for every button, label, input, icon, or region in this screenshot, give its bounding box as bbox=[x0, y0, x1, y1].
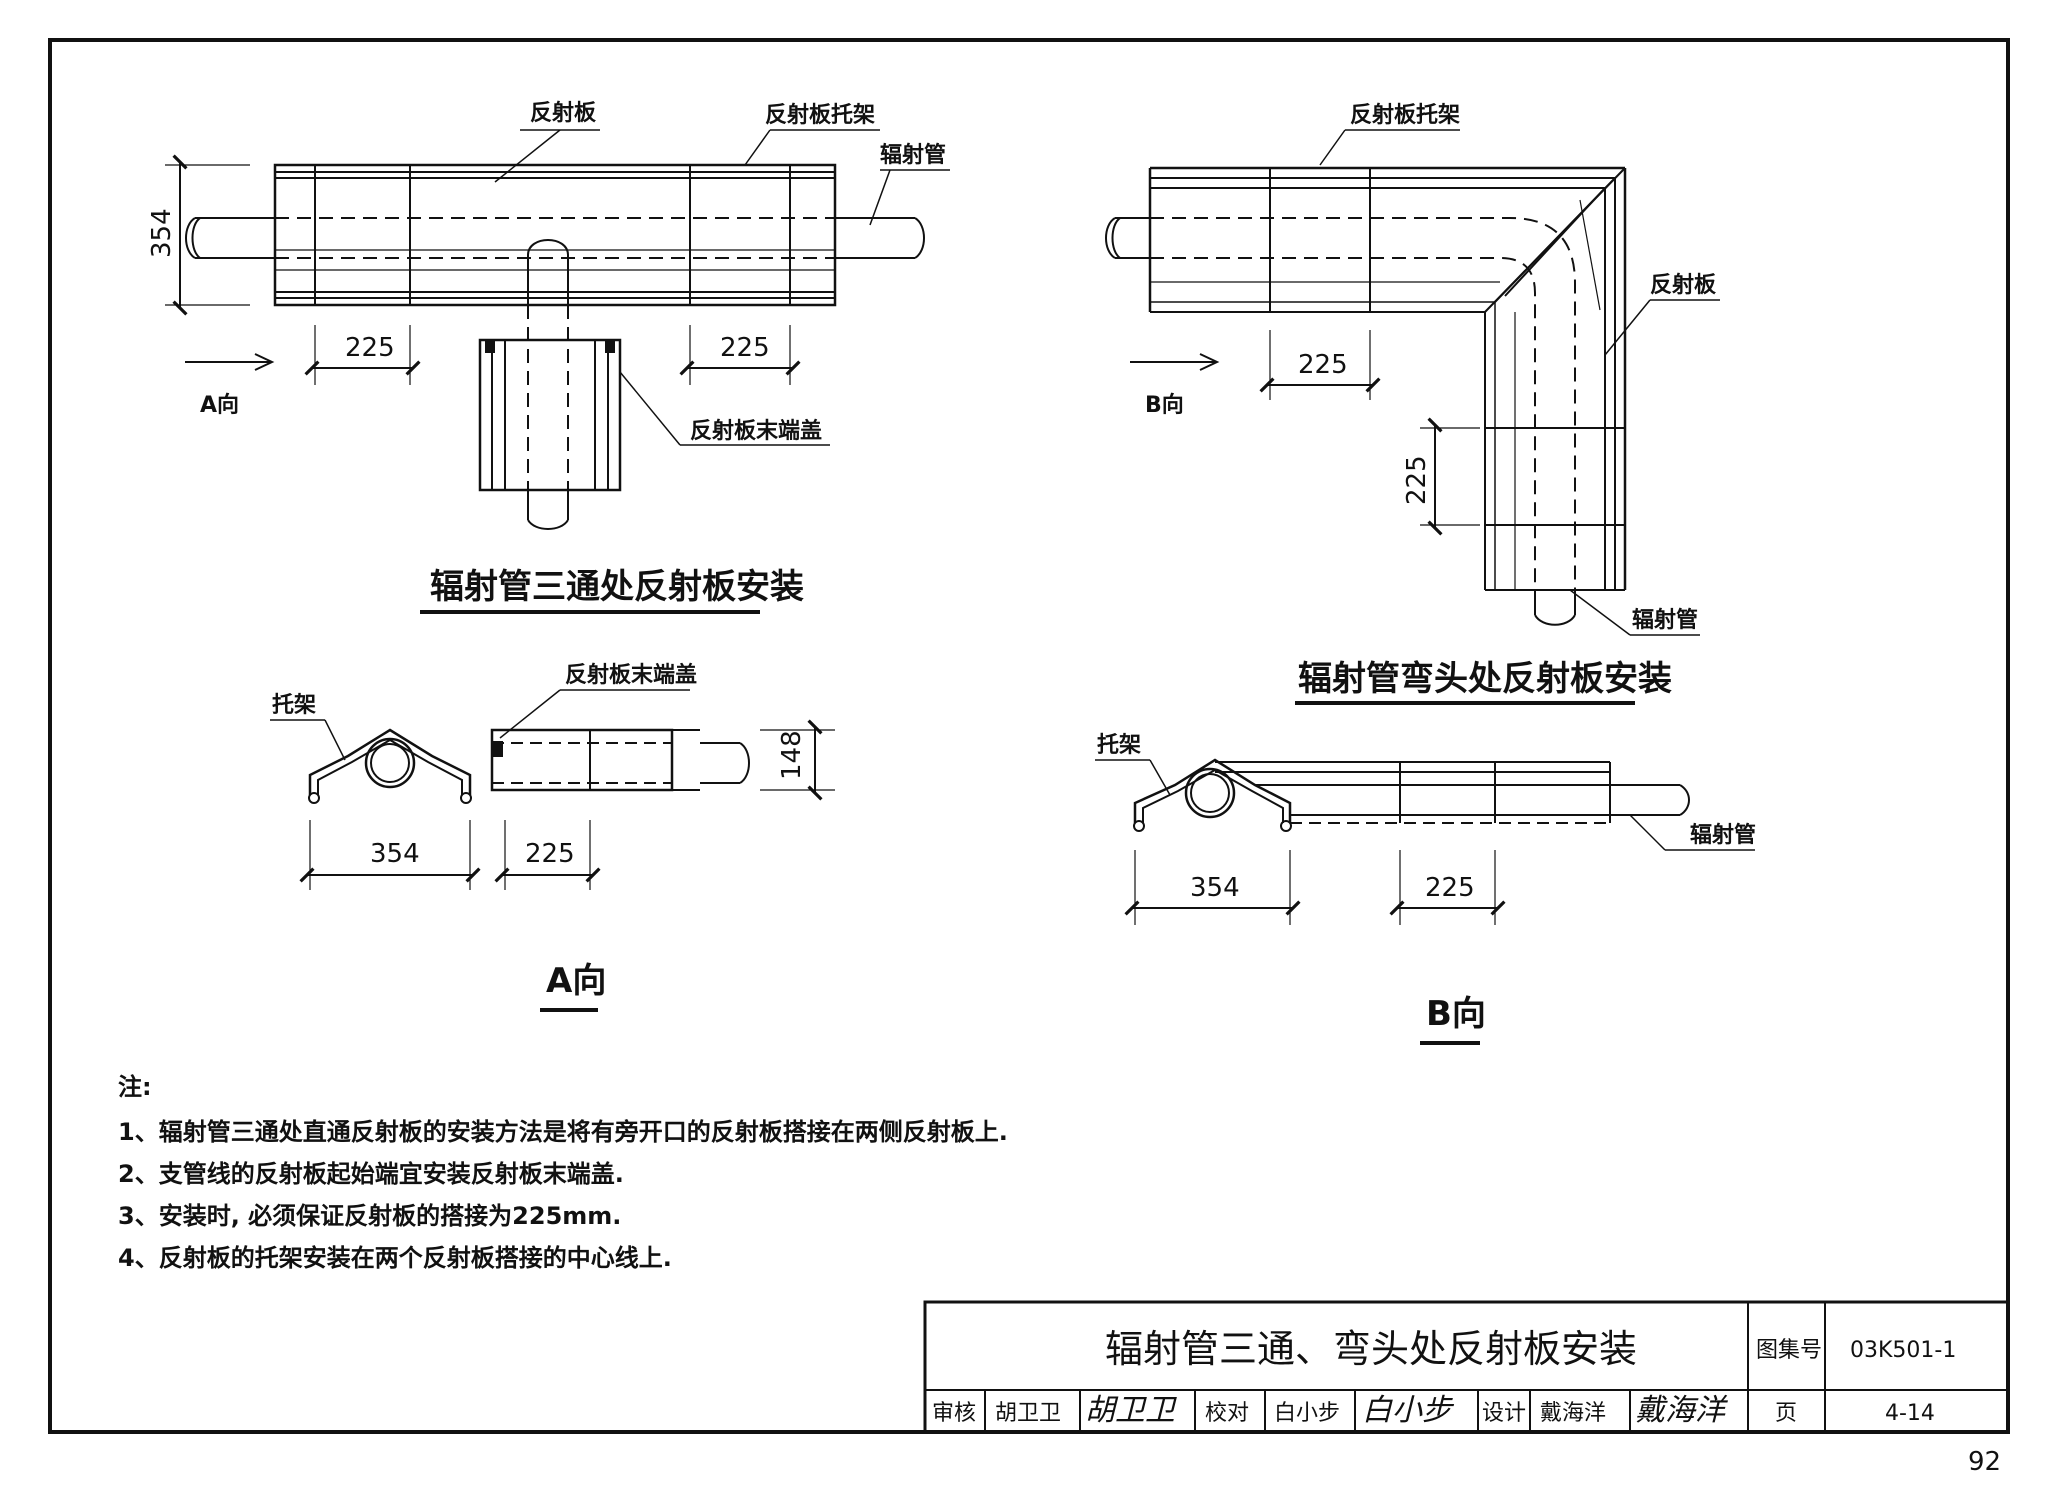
elbow-pipe-label: 辐射管 bbox=[1632, 607, 1698, 633]
checker-name: 白小步 bbox=[1274, 1401, 1340, 1426]
check-label: 校对 bbox=[1205, 1401, 1249, 1426]
design-label: 设计 bbox=[1482, 1401, 1526, 1426]
tee-reflector-label: 反射板 bbox=[530, 100, 597, 126]
page-number: 92 bbox=[1968, 1447, 2001, 1477]
note-item: 3、安装时, 必须保证反射板的搭接为225mm. bbox=[118, 1202, 621, 1230]
note-item: 2、支管线的反射板起始端宜安装反射板末端盖. bbox=[118, 1160, 624, 1188]
view-a-height-dim: 148 bbox=[777, 730, 807, 780]
tee-pipe-label: 辐射管 bbox=[880, 142, 946, 168]
reviewer-signature: 胡卫卫 bbox=[1085, 1393, 1177, 1428]
reviewer-name: 胡卫卫 bbox=[995, 1401, 1061, 1426]
view-b-title: B向 bbox=[1426, 994, 1486, 1034]
tee-bracket-label: 反射板托架 bbox=[765, 102, 875, 128]
view-b-overlap-dim: 225 bbox=[1425, 873, 1475, 903]
tee-diagram bbox=[165, 129, 950, 530]
atlas-label: 图集号 bbox=[1756, 1338, 1822, 1363]
tee-overlap-right-dim: 225 bbox=[720, 333, 770, 363]
elbow-overlap-h-dim: 225 bbox=[1298, 350, 1348, 380]
view-b-pipe-label: 辐射管 bbox=[1690, 822, 1756, 848]
tee-overlap-left-dim: 225 bbox=[345, 333, 395, 363]
review-label: 审核 bbox=[932, 1401, 976, 1426]
page-label: 页 bbox=[1775, 1401, 1797, 1426]
tee-height-dim: 354 bbox=[147, 208, 177, 258]
view-a-width-dim: 354 bbox=[370, 839, 420, 869]
view-a-support-label: 托架 bbox=[272, 692, 316, 718]
view-a-end-cap-label: 反射板末端盖 bbox=[565, 662, 697, 688]
designer-name: 戴海洋 bbox=[1540, 1401, 1606, 1426]
atlas-number: 03K501-1 bbox=[1850, 1338, 1956, 1363]
title-block-title: 辐射管三通、弯头处反射板安装 bbox=[1105, 1327, 1637, 1371]
tee-title: 辐射管三通处反射板安装 bbox=[430, 567, 804, 607]
note-item: 4、反射板的托架安装在两个反射板搭接的中心线上. bbox=[118, 1244, 672, 1272]
elbow-overlap-v-dim: 225 bbox=[1402, 455, 1432, 505]
view-b-support-label: 托架 bbox=[1097, 732, 1141, 758]
view-a-diagram bbox=[270, 689, 835, 890]
note-item: 1、辐射管三通处直通反射板的安装方法是将有旁开口的反射板搭接在两侧反射板上. bbox=[118, 1118, 1008, 1146]
elbow-bracket-label: 反射板托架 bbox=[1350, 102, 1460, 128]
page-code: 4-14 bbox=[1885, 1401, 1935, 1426]
view-b-width-dim: 354 bbox=[1190, 873, 1240, 903]
elbow-reflector-label: 反射板 bbox=[1650, 272, 1717, 298]
tee-end-cap-label: 反射板末端盖 bbox=[690, 418, 822, 444]
elbow-title: 辐射管弯头处反射板安装 bbox=[1298, 659, 1672, 699]
view-a-title: A向 bbox=[546, 961, 606, 1001]
elbow-diagram bbox=[1105, 129, 1720, 636]
designer-signature: 戴海洋 bbox=[1635, 1393, 1728, 1428]
checker-signature: 白小步 bbox=[1362, 1393, 1455, 1428]
notes-heading: 注: bbox=[118, 1073, 152, 1101]
title-block bbox=[923, 1300, 2010, 1434]
elbow-direction-label: B向 bbox=[1145, 392, 1184, 418]
view-b-diagram bbox=[1095, 758, 1755, 925]
tee-direction-label: A向 bbox=[200, 392, 239, 418]
view-a-overlap-dim: 225 bbox=[525, 839, 575, 869]
